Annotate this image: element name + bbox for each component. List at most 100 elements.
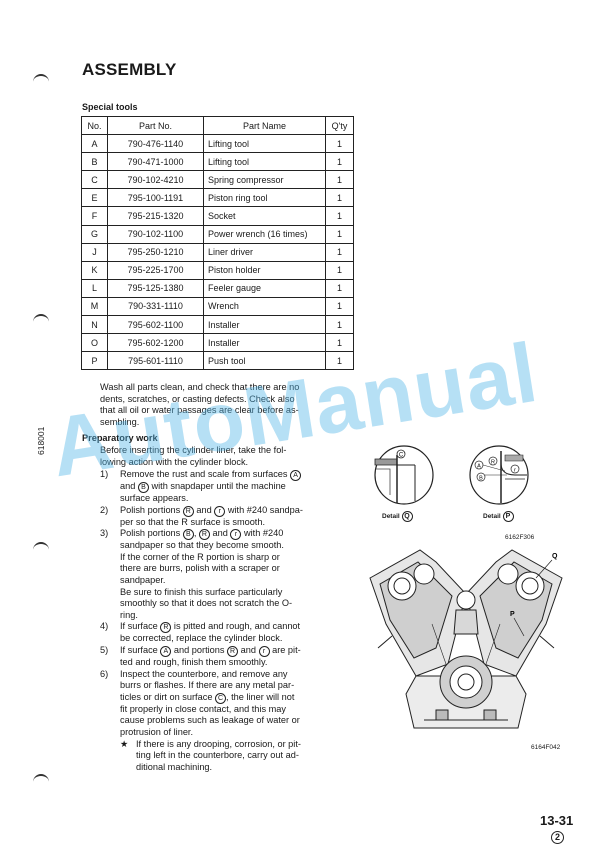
- figure-label-p: P: [510, 611, 515, 618]
- text-fragment: and: [240, 644, 256, 655]
- part-no-cell: 795-225-1700: [107, 260, 204, 280]
- special-tools-heading: Special tools: [82, 102, 138, 112]
- part-no-cell: 790-476-1140: [107, 134, 204, 154]
- step-6: 6) Inspect the counterbore, and remove a…: [100, 669, 358, 739]
- step-1: 1) Remove the rust and scale from surfac…: [100, 469, 358, 505]
- part-no-cell: 790-331-1110: [107, 296, 204, 317]
- text-fragment: Polish portions: [120, 528, 181, 539]
- circled-label-c: C: [215, 692, 226, 704]
- text-line: lowing action with the cylinder block.: [100, 456, 249, 467]
- circled-label-r-lower: r: [258, 645, 270, 657]
- step-number: 1): [100, 469, 109, 479]
- qty-cell: 1: [325, 224, 354, 244]
- tool-no-cell: K: [81, 260, 108, 280]
- detail-p-figure: A B R r: [465, 445, 533, 505]
- circled-label-r-upper: R: [160, 622, 172, 634]
- qty-cell: 1: [325, 206, 354, 226]
- part-name-cell: Lifting tool: [203, 152, 326, 172]
- text-line: ting left in the counterbore, carry out …: [136, 750, 299, 761]
- step-number: 4): [100, 621, 109, 632]
- step-5: 5) If surface A and portions R and r are…: [100, 645, 358, 669]
- detail-r-small-label: r: [514, 467, 516, 473]
- circled-label-r-upper: R: [182, 505, 194, 517]
- margin-mark: [33, 774, 49, 783]
- circled-label-a: A: [160, 645, 172, 657]
- part-name-cell: Feeler gauge: [203, 278, 326, 298]
- part-no-cell: 795-215-1320: [107, 206, 204, 226]
- circled-label-q: Q: [401, 511, 413, 522]
- text-line: there are burrs, polish with a scraper o…: [120, 563, 280, 574]
- text-line: protrusion of liner.: [120, 726, 194, 737]
- text-line: sandpaper so that they become smooth.: [120, 540, 284, 551]
- text-fragment: , the liner will not: [226, 691, 295, 702]
- part-no-cell: 790-102-4210: [107, 170, 204, 190]
- text-line: fit properly in close contact, and this …: [120, 703, 286, 714]
- part-no-cell: 795-602-1200: [107, 333, 204, 353]
- qty-cell: 1: [325, 242, 354, 262]
- tool-no-cell: E: [81, 188, 108, 208]
- part-no-cell: 795-601-1110: [107, 351, 204, 371]
- circled-label-b: B: [182, 529, 194, 541]
- text-line: sandpaper.: [120, 574, 166, 585]
- text-fragment: Polish portions: [120, 504, 181, 515]
- qty-cell: 1: [325, 152, 354, 172]
- part-name-cell: Spring compressor: [203, 170, 326, 190]
- part-no-cell: 790-471-1000: [107, 152, 204, 172]
- text-fragment: ,: [193, 528, 197, 539]
- text-line: dents, scratches, or casting defects. Ch…: [100, 393, 295, 404]
- tool-no-cell: M: [81, 296, 108, 317]
- part-name-cell: Piston ring tool: [203, 188, 326, 208]
- qty-cell: 1: [325, 333, 354, 353]
- step-3: 3) Polish portions B, R and r with #240 …: [100, 528, 358, 621]
- cylinder-block-drawing: Q P: [366, 544, 566, 734]
- step-4: 4) If surface R is pitted and rough, and…: [100, 621, 358, 645]
- qty-cell: 1: [325, 134, 354, 154]
- detail-r-label: R: [491, 459, 495, 465]
- text-line: cause problems such as leakage of water …: [120, 715, 300, 726]
- figure-code-1: 6162F306: [505, 534, 535, 541]
- preparatory-intro: Before inserting the cylinder liner, tak…: [100, 445, 358, 468]
- column-header-part-no: Part No.: [107, 115, 204, 136]
- margin-mark: [33, 314, 49, 323]
- detail-b-label: B: [479, 475, 483, 481]
- part-no-cell: 795-125-1380: [107, 278, 204, 298]
- preparatory-work-heading: Preparatory work: [82, 433, 158, 443]
- step-number: 3): [100, 528, 109, 539]
- text-fragment: and: [120, 481, 136, 491]
- step-number: 6): [100, 668, 109, 679]
- text-line: Wash all parts clean, and check that the…: [100, 382, 300, 392]
- text-line: Inspect the counterbore, and remove any: [120, 668, 288, 679]
- text-fragment: is pitted and rough, and cannot: [173, 621, 301, 632]
- tool-no-cell: N: [81, 315, 108, 335]
- part-name-cell: Socket: [203, 206, 326, 226]
- qty-cell: 1: [325, 278, 354, 298]
- tool-no-cell: L: [81, 278, 108, 298]
- text-fragment: are pit-: [272, 644, 301, 655]
- text-line: sembling.: [100, 416, 140, 427]
- side-document-code: 618001: [36, 426, 46, 455]
- text-line: per so that the R surface is smooth.: [120, 516, 266, 527]
- text-line: Be sure to finish this surface particula…: [120, 586, 283, 597]
- step-2: 2) Polish portions R and r with #240 san…: [100, 505, 358, 529]
- margin-mark: [33, 542, 49, 551]
- steps-list: 1) Remove the rust and scale from surfac…: [100, 469, 358, 773]
- column-header-qty: Q'ty: [325, 115, 354, 136]
- qty-cell: 1: [325, 315, 354, 335]
- step-number: 5): [100, 644, 109, 655]
- text-fragment: ticles or dirt on surface: [120, 691, 213, 702]
- text-fragment: with #240 sandpa-: [227, 504, 303, 515]
- part-no-cell: 795-250-1210: [107, 242, 204, 262]
- part-name-cell: Power wrench (16 times): [203, 224, 326, 244]
- qty-cell: 1: [325, 170, 354, 190]
